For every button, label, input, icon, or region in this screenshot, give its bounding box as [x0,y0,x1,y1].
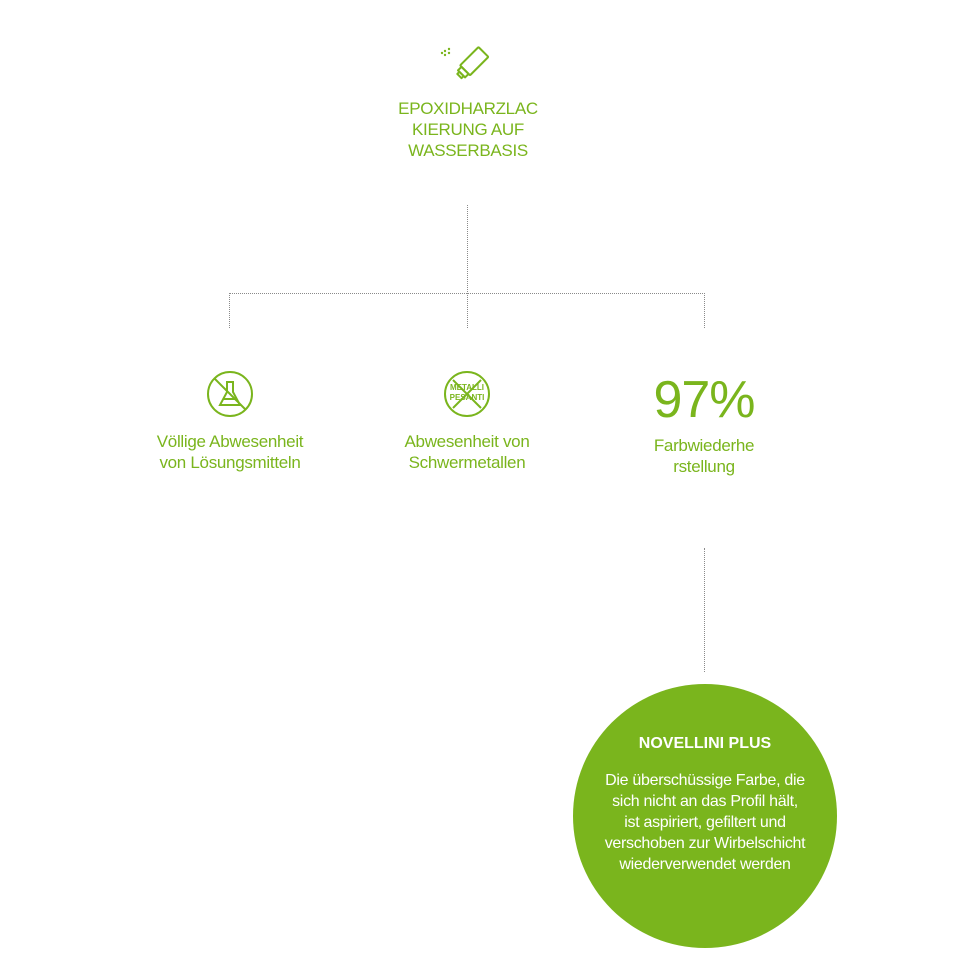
connector-top-vertical [467,205,468,328]
callout-body: Die überschüssige Farbe, die sich nicht … [604,772,806,873]
spray-can-icon [440,42,496,86]
top-node-label: EPOXIDHARZLAC KIERUNG AUF WASSERBASIS [398,99,538,160]
connector-horizontal [229,293,705,294]
recovery-percentage: 97% [653,371,755,429]
no-heavy-metals-icon: METALLI PESANTI [443,370,491,418]
heavy-metals-icon-text-2: PESANTI [450,393,485,402]
connector-left-vertical [229,293,230,328]
branch-heavy-metals-label: Abwesenheit von Schwermetallen [404,432,530,472]
callout-title: NOVELLINI PLUS [638,735,772,752]
novellini-plus-callout: NOVELLINI PLUS Die überschüssige Farbe, … [573,684,837,948]
branch-recovery-label: Farbwiederhe rstellung [653,436,755,476]
connector-callout-vertical [704,548,705,672]
connector-right-vertical [704,293,705,328]
no-solvent-flask-icon [206,370,254,418]
branch-solvents-label: Völlige Abwesenheit von Lösungsmitteln [156,432,304,472]
heavy-metals-icon-text-1: METALLI [450,383,484,392]
